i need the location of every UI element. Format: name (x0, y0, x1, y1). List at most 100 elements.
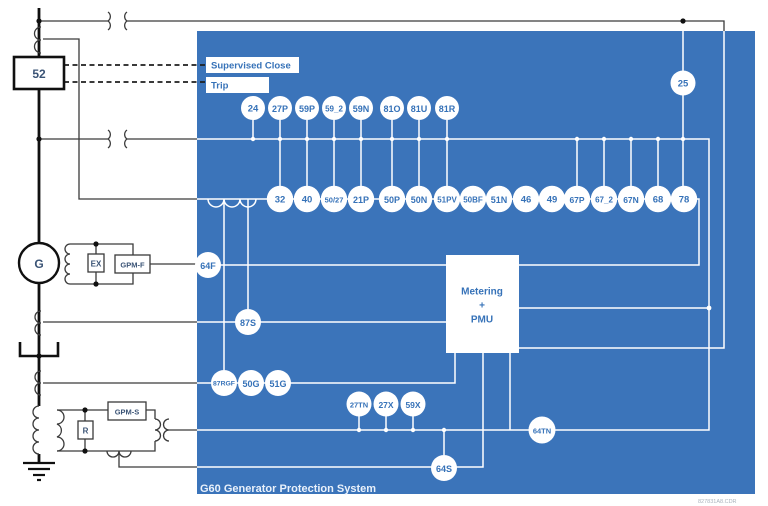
panel-caption: G60 Generator Protection System (200, 483, 376, 495)
svg-text:50/27: 50/27 (325, 196, 344, 205)
vt-symbol-secondary (154, 418, 170, 442)
svg-text:59N: 59N (353, 104, 370, 114)
relay-64F: 64F (195, 252, 221, 278)
svg-text:78: 78 (679, 195, 690, 206)
relay-64TN: 64TN (528, 416, 556, 444)
exciter-box: EX (87, 253, 105, 273)
relay-25: 25 (670, 70, 696, 96)
relay-27P: 27P (268, 96, 292, 120)
svg-text:40: 40 (302, 195, 313, 206)
relay-59N: 59N (349, 96, 373, 120)
svg-text:81R: 81R (439, 104, 456, 114)
ground-symbol (23, 461, 55, 482)
svg-text:50G: 50G (242, 379, 259, 389)
breaker-control-lines (64, 64, 206, 83)
relay-51G: 51G (265, 370, 291, 396)
svg-text:+: + (479, 301, 485, 312)
relay-81U: 81U (407, 96, 431, 120)
relay-59P: 59P (295, 96, 319, 120)
svg-text:64S: 64S (436, 464, 452, 474)
field-circuit (64, 243, 134, 285)
metering-pmu-block: Metering + PMU (446, 255, 519, 353)
relay-78: 78 (670, 185, 698, 213)
svg-text:24: 24 (248, 104, 259, 115)
svg-text:59_2: 59_2 (325, 105, 343, 114)
svg-text:51N: 51N (491, 195, 508, 205)
station-wiring (18, 8, 725, 482)
grounding-transformer (32, 405, 65, 455)
svg-text:81O: 81O (383, 104, 400, 114)
svg-text:Supervised Close: Supervised Close (211, 61, 291, 72)
relay-27TN: 27TN (346, 391, 372, 417)
breaker-52: 52 (12, 55, 66, 91)
resistor-box: R (77, 420, 94, 440)
relay-67N: 67N (617, 185, 645, 213)
relay-87RGF: 87RGF (211, 370, 237, 396)
svg-text:50P: 50P (384, 195, 400, 205)
svg-text:87RGF: 87RGF (213, 381, 235, 388)
breaker-52-label: 52 (32, 67, 46, 81)
drawing-reference: 827831A8.CDR (698, 499, 737, 505)
svg-text:GPM-S: GPM-S (115, 408, 140, 417)
relay-46: 46 (512, 185, 540, 213)
svg-text:64F: 64F (200, 261, 216, 271)
svg-text:51PV: 51PV (437, 196, 457, 205)
relay-87S: 87S (235, 309, 261, 335)
svg-text:27TN: 27TN (350, 401, 368, 410)
svg-text:87S: 87S (240, 318, 256, 328)
ct-symbol-secondary (106, 450, 132, 458)
svg-text:25: 25 (678, 79, 689, 90)
trip-label: Trip (206, 77, 269, 93)
svg-text:46: 46 (521, 195, 532, 206)
relay-64S: 64S (431, 455, 457, 481)
relay-68: 68 (644, 185, 672, 213)
relay-49: 49 (538, 185, 566, 213)
relay-40: 40 (293, 185, 321, 213)
ct-symbol-top (33, 26, 42, 54)
svg-text:67N: 67N (623, 195, 639, 205)
svg-text:68: 68 (653, 195, 664, 206)
relay-51N: 51N (485, 185, 513, 213)
relay-67P: 67P (563, 185, 591, 213)
relay-32: 32 (266, 185, 294, 213)
gpm-f-box: GPM-F (114, 254, 151, 274)
svg-text:81U: 81U (411, 104, 428, 114)
ct-symbol-neutral (34, 370, 42, 396)
relay-50G: 50G (238, 370, 264, 396)
generator: G (17, 241, 61, 285)
generator-label: G (34, 257, 43, 271)
relay-59X: 59X (400, 391, 426, 417)
relay-50-27: 50/27 (320, 185, 348, 213)
svg-text:59X: 59X (405, 400, 420, 410)
relay-59_2: 59_2 (322, 96, 346, 120)
svg-text:PMU: PMU (471, 315, 493, 326)
vt-symbol-top (102, 11, 133, 31)
svg-text:GPM-F: GPM-F (120, 261, 145, 270)
svg-text:R: R (83, 427, 89, 436)
svg-text:67P: 67P (569, 195, 584, 205)
relay-50N: 50N (405, 185, 433, 213)
relay-50P: 50P (378, 185, 406, 213)
supervised-close-label: Supervised Close (206, 57, 299, 73)
vt-symbol-mid (102, 129, 133, 149)
svg-text:Trip: Trip (211, 81, 229, 92)
gpm-s-box: GPM-S (107, 401, 147, 421)
relay-67_2: 67_2 (590, 185, 618, 213)
svg-text:64TN: 64TN (533, 427, 551, 436)
relay-51PV: 51PV (433, 185, 461, 213)
svg-text:49: 49 (547, 195, 558, 206)
ct-symbol-generator (34, 310, 42, 336)
svg-text:50BF: 50BF (463, 196, 483, 205)
relay-81O: 81O (380, 96, 404, 120)
svg-text:27X: 27X (378, 400, 393, 410)
relay-24: 24 (241, 96, 265, 120)
svg-text:Metering: Metering (461, 287, 503, 298)
relay-21P: 21P (347, 185, 375, 213)
relay-27X: 27X (373, 391, 399, 417)
svg-text:67_2: 67_2 (595, 196, 613, 205)
svg-text:50N: 50N (411, 195, 428, 205)
relay-81R: 81R (435, 96, 459, 120)
svg-text:EX: EX (91, 260, 102, 269)
svg-text:51G: 51G (269, 379, 286, 389)
